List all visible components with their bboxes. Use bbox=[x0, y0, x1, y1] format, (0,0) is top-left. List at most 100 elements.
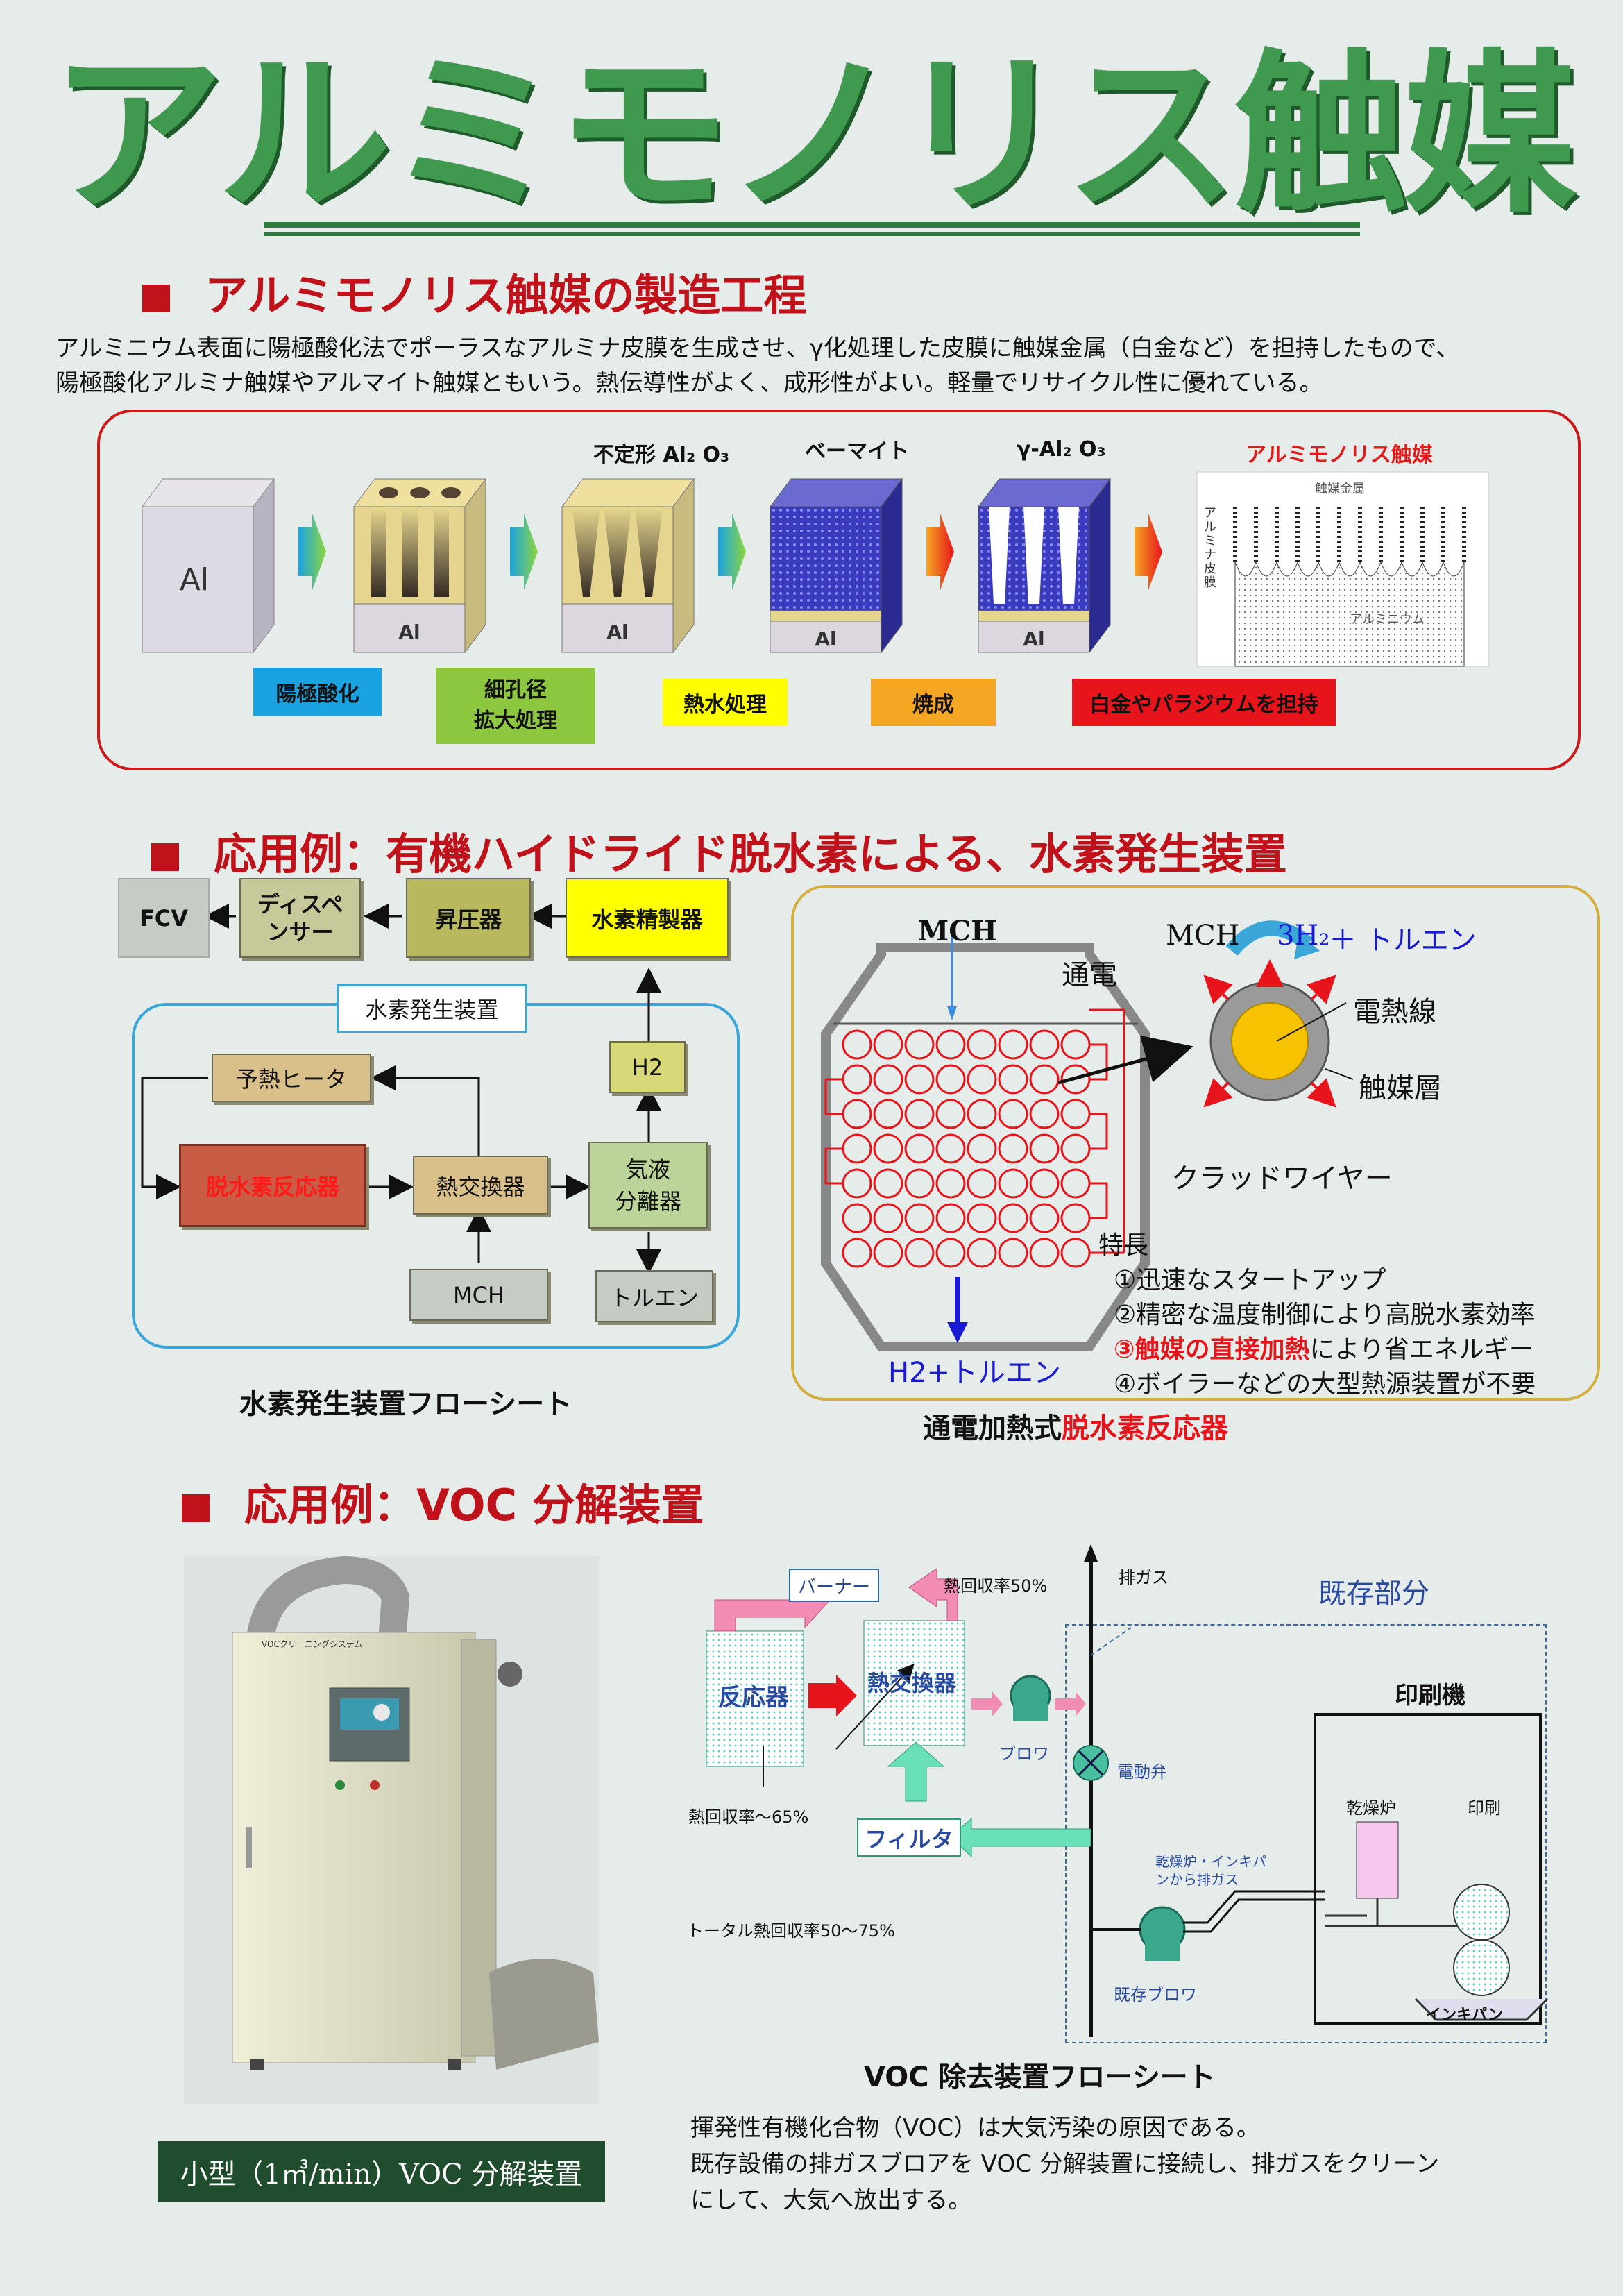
pore-block-1: Al bbox=[353, 478, 486, 654]
al-block: Al bbox=[142, 478, 275, 654]
voc-photo-caption: 小型（1㎥/min）VOC 分解装置 bbox=[158, 2141, 605, 2202]
title-underline-2 bbox=[264, 232, 1360, 236]
valve-label: 電動弁 bbox=[1117, 1762, 1167, 1782]
reactor-caption-a: 通電加熱式 bbox=[923, 1412, 1062, 1444]
section2-heading-text: 応用例：有機ハイドライド脱水素による、水素発生装置 bbox=[214, 829, 1287, 879]
title-underline bbox=[264, 222, 1360, 228]
micro-label-metal: 触媒金属 bbox=[1315, 482, 1365, 496]
micro-label-film: アルミナ皮膜 bbox=[1204, 506, 1216, 590]
monolith-micrograph bbox=[1196, 471, 1489, 667]
filter-box: フィルタ bbox=[857, 1818, 961, 1857]
step-hotwater: 熱水処理 bbox=[663, 679, 788, 726]
purifier-box: 水素精製器 bbox=[566, 878, 729, 958]
dryer-label: 乾燥炉 bbox=[1346, 1798, 1396, 1818]
section1-para1: アルミニウム表面に陽極酸化法でポーラスなアルミナ皮膜を生成させ、γ化処理した皮膜… bbox=[56, 335, 1460, 362]
step-support: 白金やパラジウムを担持 bbox=[1072, 679, 1336, 726]
existing-part-label: 既存部分 bbox=[1318, 1578, 1429, 1610]
device-panel-label: VOCクリーニングシステム bbox=[262, 1639, 363, 1649]
system-label: 水素発生装置 bbox=[337, 984, 527, 1033]
voc-desc-2: 既存設備の排ガスブロアを VOC 分解装置に接続し、排ガスをクリーン bbox=[690, 2150, 1440, 2178]
micro-label-aluminum: アルミニウム bbox=[1350, 612, 1425, 627]
gamma-block: Al bbox=[978, 478, 1111, 654]
step-pore-widen: 細孔径拡大処理 bbox=[436, 668, 595, 744]
svg-text:Al: Al bbox=[398, 621, 420, 643]
print-label: 印刷 bbox=[1468, 1798, 1501, 1818]
dehydrogenation-reactor-box: 脱水素反応器 bbox=[179, 1144, 366, 1227]
svg-text:Al: Al bbox=[1023, 627, 1044, 650]
reactor-mch-in: MCH bbox=[918, 915, 997, 947]
feature-2: ②精密な温度制御により高脱水素効率 bbox=[1114, 1301, 1536, 1329]
booster-box: 昇圧器 bbox=[406, 878, 531, 958]
bullet-square-icon bbox=[142, 284, 170, 312]
existing-blower-label: 既存ブロワ bbox=[1114, 1985, 1197, 2004]
voc-flow-diagram bbox=[706, 1544, 1549, 2037]
voc-hx-label: 熱交換器 bbox=[867, 1670, 957, 1696]
feature-1: ①迅速なスタートアップ bbox=[1114, 1266, 1386, 1294]
hydrogen-flow-caption: 水素発生装置フローシート bbox=[239, 1388, 572, 1420]
printer-label: 印刷機 bbox=[1395, 1682, 1465, 1710]
feature-4: ④ボイラーなどの大型熱源装置が不要 bbox=[1114, 1370, 1536, 1399]
separator-line1: 気液 bbox=[625, 1156, 670, 1183]
clad-wire-label: クラッドワイヤー bbox=[1171, 1163, 1393, 1195]
toluene-box: トルエン bbox=[595, 1270, 713, 1322]
label-amorphous: 不定形 Al₂ O₃ bbox=[593, 443, 730, 467]
reactor-panel bbox=[791, 885, 1600, 1401]
section3-heading-text: 応用例：VOC 分解装置 bbox=[244, 1480, 704, 1530]
burner-box: バーナー bbox=[789, 1569, 879, 1602]
mch-box: MCH bbox=[409, 1269, 548, 1321]
voc-flow-caption: VOC 除去装置フローシート bbox=[864, 2061, 1216, 2093]
label-monolith: アルミモノリス触媒 bbox=[1246, 443, 1433, 467]
reactor-diagram bbox=[821, 920, 1354, 1351]
process-panel bbox=[97, 410, 1581, 770]
section1-heading-text: アルミモノリス触媒の製造工程 bbox=[205, 270, 807, 321]
section2-heading: 応用例：有機ハイドライド脱水素による、水素発生装置 bbox=[151, 819, 1287, 881]
al-block-label: Al bbox=[180, 562, 209, 598]
section1-heading: アルミモノリス触媒の製造工程 bbox=[142, 260, 806, 323]
bullet-square-icon bbox=[182, 1494, 210, 1522]
eq-toluene: ＋ トルエン bbox=[1329, 925, 1477, 956]
recovery50-label: 熱回収率50% bbox=[944, 1576, 1048, 1596]
voc-desc-3: にして、大気へ放出する。 bbox=[690, 2186, 972, 2214]
voc-desc-1: 揮発性有機化合物（VOC）は大気汚染の原因である。 bbox=[690, 2114, 1260, 2142]
reactor-caption-b: 脱水素反応器 bbox=[1062, 1412, 1228, 1444]
eq-h2: 3H₂ bbox=[1277, 920, 1330, 952]
dispenser-box: ディスペンサー bbox=[239, 878, 361, 958]
reactor-caption: 通電加熱式脱水素反応器 bbox=[923, 1406, 1228, 1446]
step-pore-line2: 拡大処理 bbox=[474, 709, 557, 733]
svg-text:Al: Al bbox=[606, 621, 628, 643]
feature-3-highlight: ③触媒の直接加熱 bbox=[1114, 1335, 1310, 1364]
heat-exchanger-box: 熱交換器 bbox=[413, 1156, 548, 1215]
blower-label: ブロワ bbox=[999, 1744, 1049, 1764]
layer-label: 触媒層 bbox=[1359, 1072, 1442, 1104]
dispenser-line1: ディスペ bbox=[257, 890, 343, 918]
label-boehmite: ベーマイト bbox=[805, 439, 909, 464]
from-exhaust-line1: 乾燥炉・インキパ bbox=[1155, 1853, 1266, 1870]
feature-3: ③触媒の直接加熱により省エネルギー bbox=[1114, 1329, 1534, 1365]
separator-line2: 分離器 bbox=[614, 1188, 681, 1215]
step-anodize: 陽極酸化 bbox=[253, 668, 382, 716]
pore-block-2: Al bbox=[561, 478, 695, 654]
process-diagram: Al Al Al Al bbox=[142, 471, 1489, 667]
svg-text:Al: Al bbox=[815, 627, 836, 650]
separator-box: 気液分離器 bbox=[588, 1142, 708, 1229]
inkpan-label: インキパン bbox=[1426, 2007, 1504, 2024]
step-calcine: 焼成 bbox=[871, 679, 996, 726]
from-exhaust-line2: ンから排ガス bbox=[1155, 1871, 1239, 1888]
page-title: アルミモノリス触媒 bbox=[50, 34, 1577, 236]
total-recovery-label: トータル熱回収率50～75% bbox=[687, 1921, 895, 1941]
section1-para2: 陽極酸化アルミナ触媒やアルマイト触媒ともいう。熱伝導性がよく、成形性がよい。軽量… bbox=[56, 369, 1323, 397]
step-pore-line1: 細孔径 bbox=[484, 678, 547, 702]
recovery65-label: 熱回収率～65% bbox=[688, 1807, 809, 1827]
fcv-box: FCV bbox=[118, 878, 210, 958]
eq-mch: MCH bbox=[1166, 920, 1240, 952]
boehmite-block: Al bbox=[770, 478, 903, 654]
h2-box: H2 bbox=[609, 1041, 686, 1093]
voc-device-photo: VOCクリーニングシステム bbox=[184, 1555, 599, 2104]
voc-reactor-label: 反応器 bbox=[718, 1684, 789, 1712]
label-gamma: γ-Al₂ O₃ bbox=[1017, 437, 1106, 462]
preheater-box: 予熱ヒータ bbox=[212, 1054, 371, 1102]
section3-heading: 応用例：VOC 分解装置 bbox=[182, 1470, 704, 1533]
reactor-power-label: 通電 bbox=[1062, 959, 1117, 991]
bullet-square-icon bbox=[151, 843, 179, 871]
features-title: 特長 bbox=[1098, 1231, 1149, 1260]
